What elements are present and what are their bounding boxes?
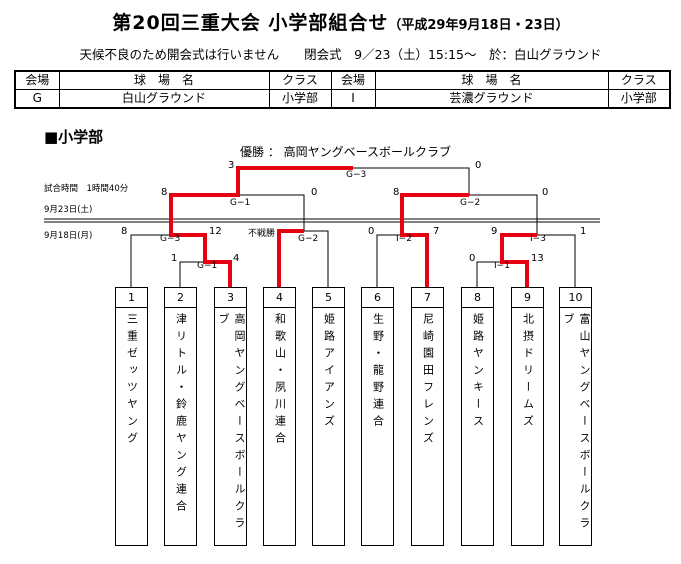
team-name: 三重ゼッツヤング (125, 313, 139, 449)
game-label-r1-i1: I−1 (494, 261, 510, 271)
team-box-3: 3 高岡ヤングベースボールクラブ (214, 287, 247, 546)
team-box-6: 6 生野・龍野連合 (361, 287, 394, 546)
team-number: 5 (313, 288, 344, 308)
team-name: 尼崎園田フレンズ (421, 313, 435, 449)
day1-label: 9月18日(月) (44, 231, 93, 241)
team-name: 姫路アイアンズ (322, 313, 336, 432)
forfeit-label: 不戦勝 (248, 229, 276, 239)
score-r1-g1-right: 4 (233, 253, 240, 264)
game-time-label: 試合時間 1時間40分 (44, 184, 129, 194)
team-number: 6 (362, 288, 393, 308)
team-name: 和歌山・夙川連合 (273, 313, 287, 449)
score-semi2-right: 0 (542, 187, 549, 198)
team-number: 7 (412, 288, 443, 308)
venue-data-row: G 白山グラウンド 小学部 I 芸濃グラウンド 小学部 (14, 89, 671, 109)
team-number: 8 (462, 288, 493, 308)
team-box-2: 2 津リトル・鈴鹿ヤング連合 (164, 287, 197, 546)
score-r1-i1-right: 13 (531, 253, 544, 264)
venue-cell: 白山グラウンド (58, 89, 270, 109)
score-r1-g1-left: 1 (171, 253, 178, 264)
venue-cell: 芸濃グラウンド (374, 89, 609, 109)
score-r1-i1-left: 0 (469, 253, 476, 264)
day2-label: 9月23日(土) (44, 205, 93, 215)
game-label-qf-i3: I−3 (530, 234, 546, 244)
team-number: 1 (116, 288, 147, 308)
team-name: 姫路ヤンキース (471, 313, 485, 432)
game-label-qf-g2: G−2 (298, 234, 319, 244)
team-box-1: 1 三重ゼッツヤング (115, 287, 148, 546)
venue-table: 会場 球 場 名 クラス 会場 球 場 名 クラス G 白山グラウンド 小学部 … (14, 70, 671, 109)
score-qf-i3-left: 9 (491, 226, 498, 237)
score-semi1-right: 0 (311, 187, 318, 198)
game-label-semi2: G−2 (460, 198, 481, 208)
score-qf-i3-right: 1 (580, 226, 587, 237)
team-box-9: 9 北摂ドリームズ (511, 287, 544, 546)
title-dates: （平成29年9月18日・23日） (388, 18, 569, 33)
venue-header-row: 会場 球 場 名 クラス 会場 球 場 名 クラス (14, 70, 671, 90)
page-title: 第20回三重大会 小学部組合せ（平成29年9月18日・23日） (0, 8, 681, 35)
team-number: 10 (560, 288, 591, 308)
section-title: ■小学部 (44, 128, 104, 146)
team-number: 4 (264, 288, 295, 308)
team-box-10: 10 富山ヤングベースボールクラブ (559, 287, 592, 546)
team-name: 高岡ヤングベースボールクラブ (217, 313, 246, 534)
team-number: 9 (512, 288, 543, 308)
game-label-final: G−3 (346, 170, 367, 180)
score-qf-i2-right: 7 (433, 226, 440, 237)
team-number: 3 (215, 288, 246, 308)
venue-cell: 小学部 (607, 89, 671, 109)
game-label-qf-i2: I−2 (396, 234, 412, 244)
team-box-8: 8 姫路ヤンキース (461, 287, 494, 546)
score-qf-i2-left: 0 (368, 226, 375, 237)
score-qf-g3-right: 12 (209, 226, 222, 237)
ceremony-notice: 天候不良のため開会式は行いません 閉会式 9／23（土）15:15～ 於：白山グ… (79, 47, 602, 62)
team-box-7: 7 尼崎園田フレンズ (411, 287, 444, 546)
score-final-right: 0 (475, 160, 482, 171)
team-name: 津リトル・鈴鹿ヤング連合 (174, 313, 188, 517)
venue-cell: 小学部 (268, 89, 332, 109)
game-label-semi1: G−1 (230, 198, 251, 208)
game-label-r1-g1: G−1 (197, 261, 218, 271)
score-qf-g3-left: 8 (121, 226, 128, 237)
winner-path (169, 166, 537, 287)
team-box-4: 4 和歌山・夙川連合 (263, 287, 296, 546)
venue-header-cell: 球 場 名 (374, 70, 609, 90)
team-name: 生野・龍野連合 (371, 313, 385, 432)
title-main: 第20回三重大会 小学部組合せ (112, 12, 389, 34)
winner-label: 優勝 ： 高岡ヤングベースボールクラブ (240, 145, 452, 159)
team-box-5: 5 姫路アイアンズ (312, 287, 345, 546)
score-semi1-left: 8 (161, 187, 168, 198)
game-label-qf-g3: G−3 (160, 234, 181, 244)
team-number: 2 (165, 288, 196, 308)
team-name: 北摂ドリームズ (521, 313, 535, 432)
score-final-left: 3 (228, 160, 235, 171)
team-name: 富山ヤングベースボールクラブ (562, 313, 591, 534)
venue-header-cell: 会場 (14, 70, 60, 90)
score-semi2-left: 8 (393, 187, 400, 198)
